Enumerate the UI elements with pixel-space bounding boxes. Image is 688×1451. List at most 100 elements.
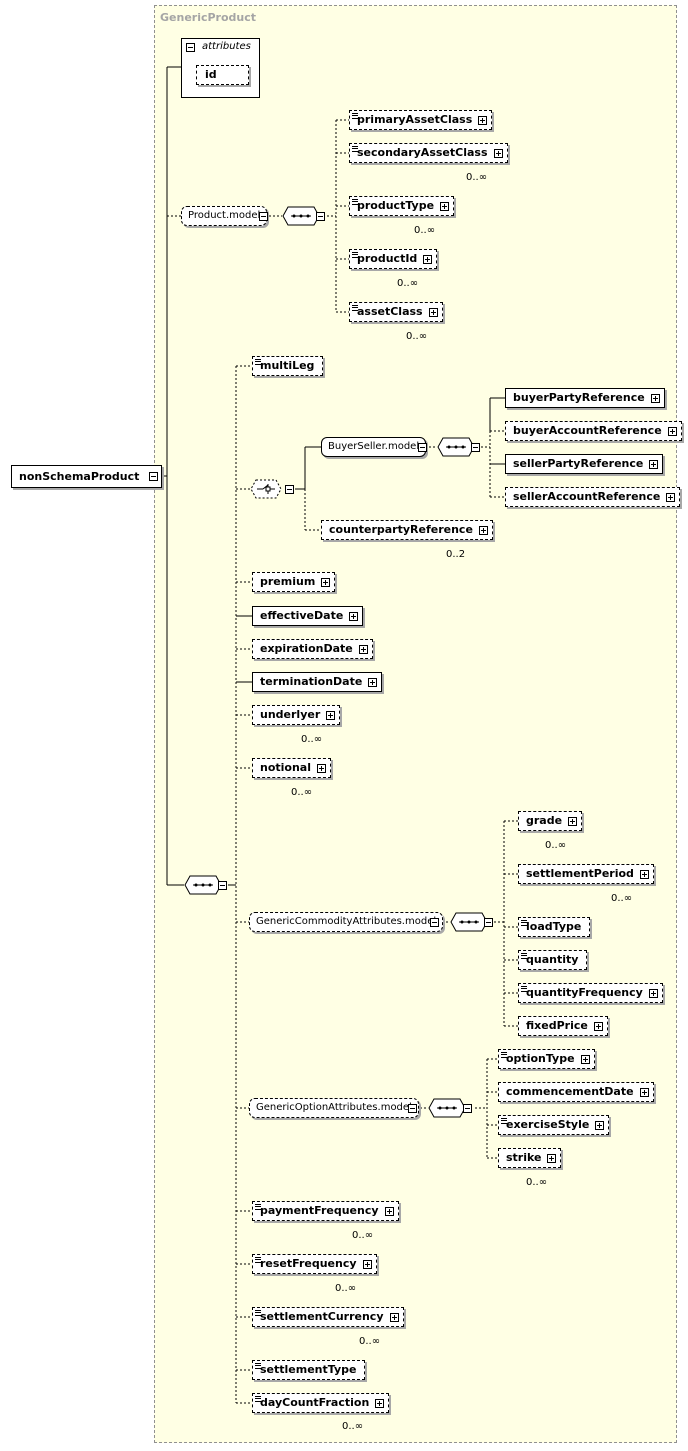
- expand-icon[interactable]: [650, 394, 660, 403]
- expand-icon[interactable]: [326, 711, 336, 720]
- collapse-icon[interactable]: [316, 212, 325, 221]
- element-daycountfraction[interactable]: dayCountFraction: [252, 1393, 393, 1416]
- collapse-icon[interactable]: [484, 918, 493, 927]
- element-underlyer[interactable]: underlyer: [252, 705, 344, 728]
- element-exercisestyle[interactable]: exerciseStyle: [498, 1115, 610, 1135]
- cardinality: 0..∞: [342, 1421, 364, 1432]
- element-label: counterpartyReference: [329, 523, 473, 536]
- expand-icon[interactable]: [375, 1399, 385, 1408]
- collapse-icon[interactable]: [285, 485, 294, 494]
- element-buyeraccountreference[interactable]: buyerAccountReference: [505, 421, 682, 441]
- element-fixedprice[interactable]: fixedPrice: [518, 1016, 608, 1036]
- element-selleraccountreference[interactable]: sellerAccountReference: [505, 487, 681, 507]
- expand-icon[interactable]: [639, 1088, 649, 1097]
- expand-icon[interactable]: [639, 870, 649, 879]
- collapse-icon[interactable]: [218, 881, 227, 890]
- expand-icon[interactable]: [648, 989, 658, 998]
- element-label: quantityFrequency: [526, 986, 643, 999]
- attributes-box: attributes id: [181, 38, 260, 98]
- collapse-icon[interactable]: [149, 472, 159, 481]
- element-label: expirationDate: [260, 642, 353, 655]
- element-label: premium: [260, 575, 316, 588]
- element-notional[interactable]: notional: [252, 758, 334, 781]
- collapse-icon[interactable]: [186, 43, 195, 52]
- expand-icon[interactable]: [384, 1207, 394, 1216]
- element-quantityfrequency[interactable]: quantityFrequency: [518, 983, 663, 1003]
- expand-icon[interactable]: [547, 1154, 557, 1163]
- group-buyerseller-model[interactable]: BuyerSeller.model: [321, 437, 427, 457]
- lines-icon: [255, 1310, 261, 1316]
- element-sellerpartyreference[interactable]: sellerPartyReference: [505, 454, 664, 474]
- expand-icon[interactable]: [593, 1022, 603, 1031]
- element-label: primaryAssetClass: [357, 113, 473, 126]
- element-loadtype[interactable]: loadType: [518, 917, 591, 937]
- expand-icon[interactable]: [423, 255, 433, 264]
- cardinality: 0..∞: [611, 893, 633, 904]
- cardinality: 0..∞: [466, 172, 488, 183]
- group-genericcommodityattributes-model[interactable]: GenericCommodityAttributes.model: [249, 912, 444, 932]
- lines-icon: [352, 113, 358, 119]
- element-strike[interactable]: strike: [498, 1148, 565, 1171]
- element-settlementperiod[interactable]: settlementPeriod: [518, 864, 657, 887]
- group-label: GenericCommodityAttributes.model: [256, 916, 437, 927]
- expand-icon[interactable]: [368, 678, 378, 687]
- expand-icon[interactable]: [349, 612, 359, 621]
- collapse-icon[interactable]: [471, 443, 480, 452]
- element-terminationdate[interactable]: terminationDate: [252, 672, 383, 692]
- collapse-icon[interactable]: [418, 443, 427, 452]
- element-label: productType: [357, 199, 435, 212]
- expand-icon[interactable]: [580, 1055, 590, 1064]
- expand-icon[interactable]: [595, 1121, 605, 1130]
- expand-icon[interactable]: [321, 578, 331, 587]
- lines-icon: [352, 146, 358, 152]
- element-multileg[interactable]: multiLeg: [252, 356, 324, 376]
- expand-icon[interactable]: [428, 308, 438, 317]
- expand-icon[interactable]: [440, 202, 450, 211]
- expand-icon[interactable]: [389, 1313, 399, 1322]
- element-label: quantity: [526, 953, 579, 966]
- element-settlementcurrency[interactable]: settlementCurrency: [252, 1307, 407, 1330]
- element-buyerpartyreference[interactable]: buyerPartyReference: [505, 388, 665, 408]
- root-element-nonschemaproduct[interactable]: nonSchemaProduct: [11, 465, 163, 488]
- group-genericoptionattributes-model[interactable]: GenericOptionAttributes.model: [249, 1098, 419, 1118]
- element-quantity[interactable]: quantity: [518, 950, 588, 970]
- element-resetfrequency[interactable]: resetFrequency: [252, 1254, 380, 1277]
- expand-icon[interactable]: [358, 645, 368, 654]
- element-counterpartyreference[interactable]: counterpartyReference: [321, 520, 496, 543]
- element-producttype[interactable]: productType: [349, 196, 458, 219]
- sequence-compositor-buyerseller: [437, 437, 475, 457]
- element-label: dayCountFraction: [260, 1396, 370, 1409]
- attribute-id[interactable]: id: [196, 65, 249, 85]
- expand-icon[interactable]: [493, 149, 503, 158]
- element-productid[interactable]: productId: [349, 249, 441, 272]
- element-premium[interactable]: premium: [252, 572, 336, 592]
- collapse-icon[interactable]: [430, 918, 439, 927]
- collapse-icon[interactable]: [463, 1104, 472, 1113]
- element-commencementdate[interactable]: commencementDate: [498, 1082, 654, 1102]
- element-label: secondaryAssetClass: [357, 146, 488, 159]
- element-paymentfrequency[interactable]: paymentFrequency: [252, 1201, 402, 1224]
- element-optiontype[interactable]: optionType: [498, 1049, 595, 1069]
- group-product-model[interactable]: Product.model: [181, 206, 268, 226]
- element-expirationdate[interactable]: expirationDate: [252, 639, 373, 659]
- group-title: GenericProduct: [160, 11, 257, 24]
- element-label: buyerPartyReference: [513, 391, 645, 404]
- expand-icon[interactable]: [362, 1260, 372, 1269]
- collapse-icon[interactable]: [259, 212, 268, 221]
- expand-icon[interactable]: [568, 817, 578, 826]
- element-effectivedate[interactable]: effectiveDate: [252, 606, 364, 626]
- expand-icon[interactable]: [317, 764, 326, 773]
- expand-icon[interactable]: [667, 427, 677, 436]
- collapse-icon[interactable]: [408, 1104, 417, 1113]
- lines-icon: [255, 1204, 261, 1210]
- element-secondaryassetclass[interactable]: secondaryAssetClass: [349, 143, 510, 166]
- expand-icon[interactable]: [478, 116, 488, 125]
- element-assetclass[interactable]: assetClass: [349, 302, 446, 325]
- element-grade[interactable]: grade: [518, 811, 586, 834]
- element-primaryassetclass[interactable]: primaryAssetClass: [349, 110, 493, 130]
- expand-icon[interactable]: [649, 460, 659, 469]
- element-settlementtype[interactable]: settlementType: [252, 1360, 366, 1380]
- expand-icon[interactable]: [666, 493, 676, 502]
- element-label: notional: [260, 761, 311, 774]
- expand-icon[interactable]: [478, 526, 488, 535]
